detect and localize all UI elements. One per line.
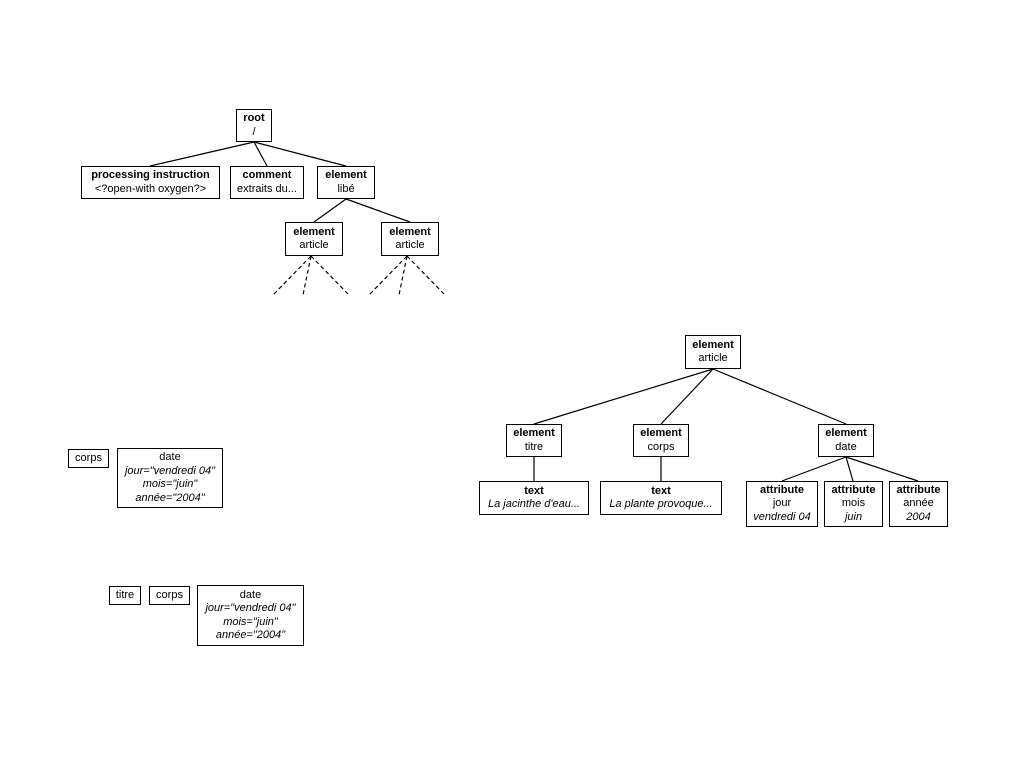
element-node-article: element article [685,335,741,369]
attribute-node-annee: attribute année 2004 [889,481,948,527]
dashed-edge [272,255,312,296]
box-label: corps [156,588,183,601]
attribute-name: année [903,497,934,510]
box-label: date [159,451,181,463]
node-label: date [835,440,857,453]
node-type: element [293,225,335,238]
attribute-value: juin [844,510,863,523]
node-type: text [524,484,544,497]
attribute-line: mois="juin" [223,615,278,628]
edge [253,141,268,167]
edge [313,198,347,223]
node-label: titre [524,440,544,453]
box-corps: corps [68,449,109,468]
node-type: attribute [760,483,804,496]
node-label: corps [647,440,675,453]
attribute-value: vendredi 04 [753,510,811,523]
dashed-edge [310,255,350,296]
root-node: root / [236,109,272,142]
box-titre: titre [109,586,141,605]
node-type: element [825,427,867,439]
edge [533,368,714,425]
edge [149,141,255,167]
node-label: article [698,352,728,364]
text-node-corps: text La plante provoque... [600,481,722,515]
attribute-node-mois: attribute mois juin [824,481,883,527]
node-value: La plante provoque... [609,498,713,510]
comment-node: comment extraits du... [230,166,304,199]
node-type: text [651,484,671,497]
text-node-titre: text La jacinthe d'eau... [479,481,589,515]
element-node-titre: element titre [506,424,562,457]
edge [781,456,847,482]
box-label: date [239,588,262,601]
node-type: processing instruction [91,169,210,181]
edge [845,456,919,482]
element-node-article-2: element article [381,222,439,256]
node-label: article [395,239,425,251]
box-label: corps [75,451,102,464]
element-node-corps: element corps [633,424,689,457]
box-label: titre [115,588,135,601]
attribute-line: année="2004" [215,629,286,641]
edge [253,141,347,167]
node-type: comment [242,169,292,181]
node-type: element [513,427,555,439]
attribute-name: jour [772,497,792,510]
node-type: attribute [896,483,941,496]
element-node-article-1: element article [285,222,343,256]
node-label: / [252,125,256,138]
dashed-edge [406,255,446,296]
attribute-line: jour="vendredi 04" [205,602,296,614]
node-label: extraits du... [237,182,297,195]
edge [660,368,714,425]
box-date: date jour="vendredi 04" mois="juin" anné… [117,448,223,508]
node-type: element [640,427,682,439]
attribute-name: mois [841,497,866,510]
edge [845,456,854,482]
processing-instruction-node: processing instruction <?open-with oxyge… [81,166,220,199]
node-type: element [325,169,367,181]
dashed-edge [398,255,408,296]
node-label: <?open-with oxygen?> [94,182,207,195]
node-type: element [389,225,431,238]
attribute-line: année="2004" [135,491,205,504]
node-type: element [692,338,734,351]
edge [345,198,411,223]
attribute-line: mois="juin" [142,478,198,490]
node-type: root [243,112,265,124]
node-type: attribute [831,483,876,496]
node-label: article [299,239,329,251]
attribute-node-jour: attribute jour vendredi 04 [746,481,818,527]
node-value: La jacinthe d'eau... [487,498,580,510]
node-label: libé [337,182,355,195]
element-node-date: element date [818,424,874,457]
attribute-value: 2004 [906,510,931,523]
attribute-line: jour="vendredi 04" [124,464,216,477]
box-corps: corps [149,586,190,605]
element-node-libe: element libé [317,166,375,199]
dashed-edge [302,255,312,296]
edge [712,368,847,425]
dashed-edge [368,255,408,296]
box-date: date jour="vendredi 04" mois="juin" anné… [197,585,304,646]
